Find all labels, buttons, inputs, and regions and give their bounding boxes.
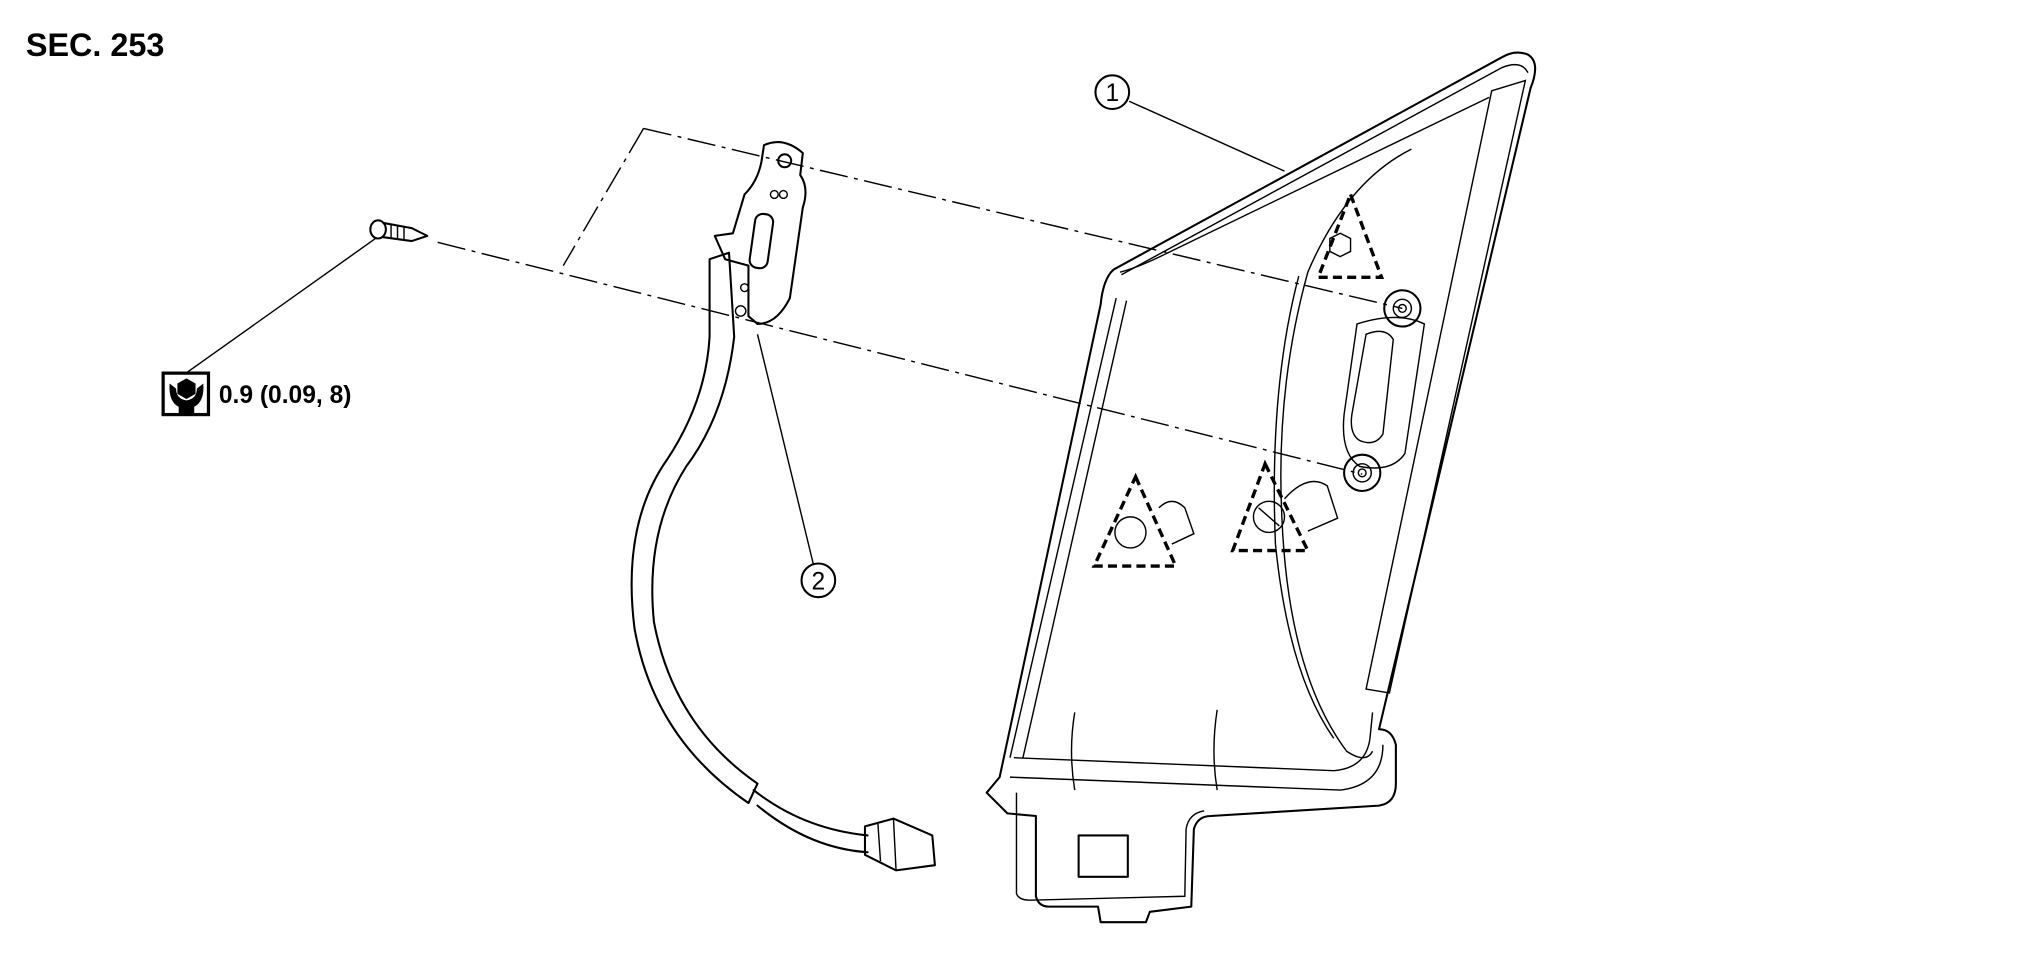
callout-1: 1 bbox=[1094, 74, 1285, 172]
clip-mark-triangle bbox=[1091, 472, 1179, 568]
torque-leader-line bbox=[178, 237, 376, 379]
torque-wrench-icon bbox=[161, 371, 211, 417]
screw bbox=[369, 219, 429, 243]
door-mirror bbox=[985, 51, 1537, 924]
section-label: SEC. 253 bbox=[26, 27, 165, 63]
alignment-line bbox=[643, 127, 1403, 310]
clip-mark-triangle bbox=[1315, 189, 1385, 280]
svg-text:2: 2 bbox=[812, 568, 826, 595]
callout-2: 2 bbox=[756, 334, 837, 599]
svg-text:1: 1 bbox=[1105, 80, 1119, 107]
clip-mark-triangle bbox=[1230, 459, 1311, 553]
alignment-line bbox=[562, 128, 645, 267]
torque-value: 0.9 (0.09, 8) bbox=[219, 382, 352, 409]
mirror-harness bbox=[630, 141, 936, 872]
alignment-line bbox=[437, 241, 1363, 475]
